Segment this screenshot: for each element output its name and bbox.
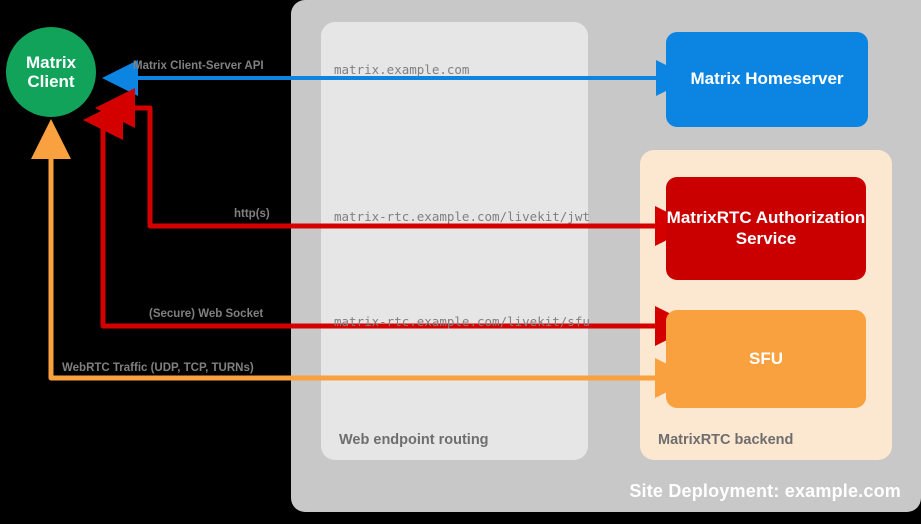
- endpoint-label-livekit-jwt: matrix-rtc.example.com/livekit/jwt: [334, 209, 590, 224]
- matrixrtc-backend-label: MatrixRTC backend: [658, 432, 794, 448]
- endpoint-label-matrix-example-com: matrix.example.com: [334, 62, 470, 77]
- web-endpoint-routing-label: Web endpoint routing: [339, 432, 489, 448]
- endpoint-label-livekit-sfu: matrix-rtc.example.com/livekit/sfu: [334, 314, 590, 329]
- edge-label-webrtc-traffic: WebRTC Traffic (UDP, TCP, TURNs): [62, 362, 254, 374]
- matrix-homeserver-label: Matrix Homeserver: [690, 69, 844, 89]
- node-matrix-homeserver[interactable]: Matrix Homeserver: [666, 32, 868, 127]
- matrixrtc-authorization-service-label: MatrixRTC Authorization Service: [666, 208, 866, 248]
- edge-label-secure-web-socket: (Secure) Web Socket: [149, 308, 264, 320]
- node-sfu[interactable]: SFU: [666, 310, 866, 408]
- node-matrixrtc-authorization-service[interactable]: MatrixRTC Authorization Service: [666, 177, 866, 280]
- matrix-client-label-line1: Matrix: [25, 52, 77, 72]
- node-matrix-client[interactable]: Matrix Client: [6, 27, 96, 117]
- matrix-client-label-line2: Client: [27, 72, 75, 91]
- edge-label-http-jwt: http(s): [234, 208, 270, 220]
- web-endpoint-routing-panel: Web endpoint routing: [321, 22, 588, 460]
- site-deployment-label: Site Deployment: example.com: [629, 481, 901, 501]
- edge-label-matrix-client-server-api: Matrix Client-Server API: [133, 60, 264, 72]
- sfu-label: SFU: [749, 348, 783, 368]
